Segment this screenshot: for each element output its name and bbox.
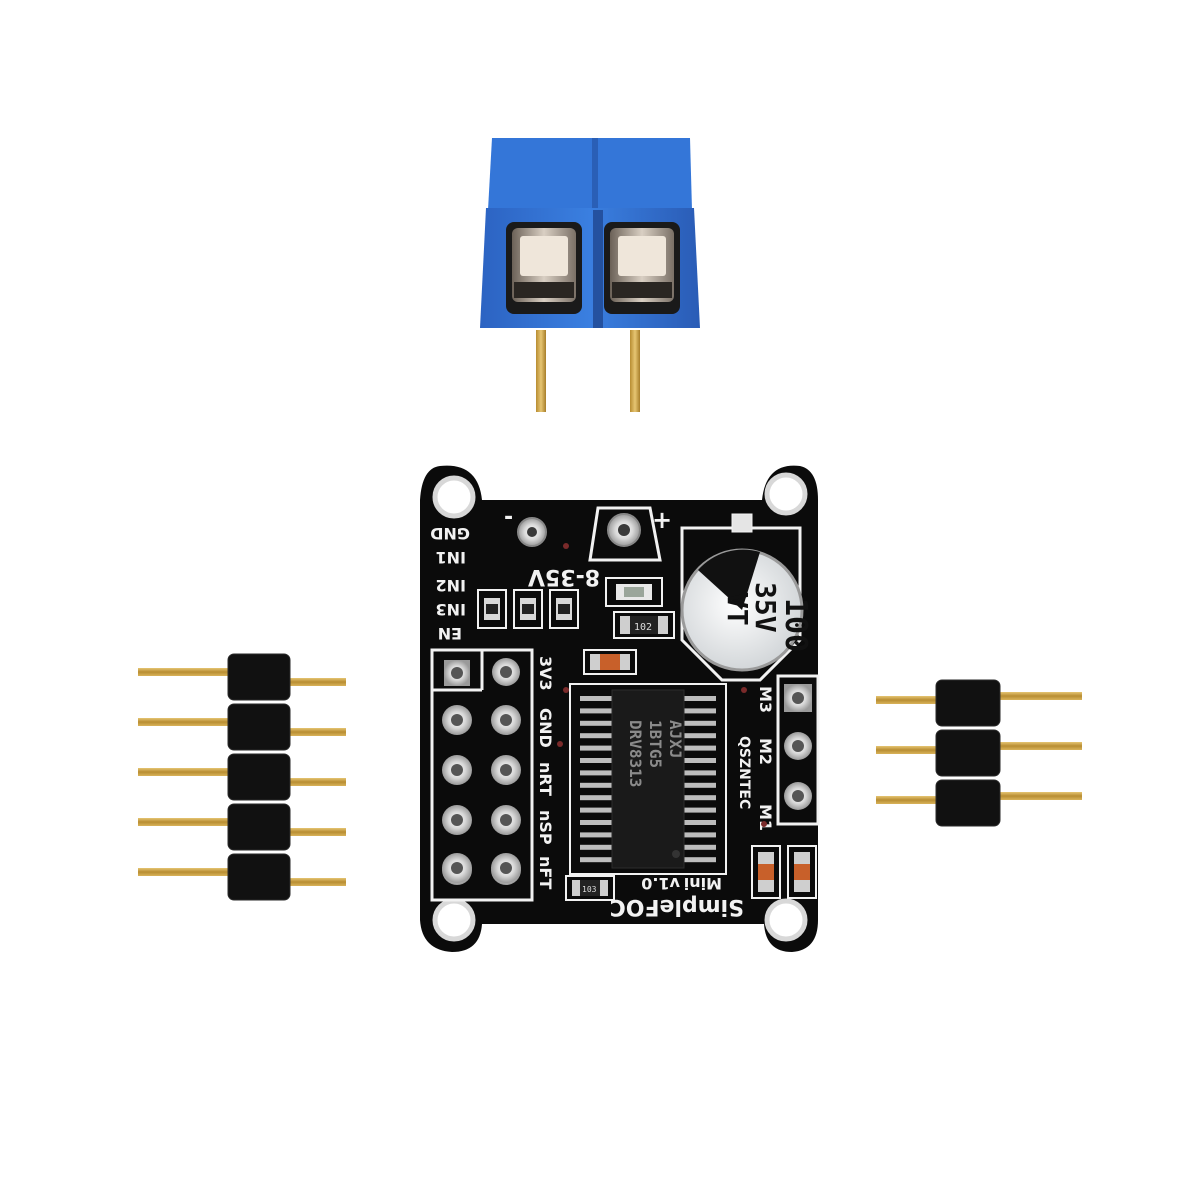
header-pin (138, 753, 346, 801)
motor-output-pads (776, 674, 820, 826)
ic-lead (580, 696, 612, 701)
ic-lead (580, 782, 612, 788)
capacitor-value: 100 (778, 598, 813, 652)
header-pin (876, 679, 1082, 727)
label-m2: M2 (756, 738, 775, 765)
label-nsp: nSP (536, 810, 555, 845)
chip-lot: 1BTG5 (646, 720, 665, 768)
capacitor-series: VT (721, 592, 754, 626)
ic-lead (580, 844, 612, 850)
ic-lead (580, 807, 612, 813)
resistor-103: 103 (565, 875, 615, 901)
label-gnd: GND (430, 524, 470, 543)
driver-ic: DRV8313 1BTG5 AJXJ (569, 683, 727, 875)
ic-lead (580, 720, 612, 726)
voltage-label: 8-35V (528, 564, 600, 589)
label-in3: IN3 (436, 600, 466, 619)
mount-hole-bl (432, 898, 476, 942)
ic-lead (684, 844, 716, 850)
ic-lead (684, 832, 716, 838)
left-pin-labels: GND IN1 IN2 IN3 EN (430, 524, 470, 643)
ic-lead (580, 745, 612, 751)
ic-lead (684, 857, 716, 863)
model-label: Mini (684, 874, 722, 893)
header-pin (138, 803, 346, 851)
ic-lead (580, 857, 612, 863)
resistor-code: 102 (634, 622, 652, 633)
ic-lead (684, 708, 716, 714)
label-m1: M1 (756, 804, 775, 831)
driver-board: - + 8-35V GND IN1 IN2 IN3 EN (420, 465, 820, 952)
resistor-102: 102 (613, 611, 675, 639)
brand-label: SimpleFOC (610, 894, 744, 919)
maker-label: QSZNTEC (736, 736, 752, 809)
header-pin (138, 703, 346, 751)
ic-lead (684, 820, 716, 825)
header-pin (138, 653, 346, 701)
chip-part-number: DRV8313 (626, 720, 645, 787)
chip-date: AJXJ (666, 720, 685, 759)
pin-header-3 (876, 679, 1082, 827)
mount-hole-br (764, 898, 808, 942)
ic-lead (684, 782, 716, 788)
terminal-leg-left (536, 330, 546, 412)
label-m3: M3 (756, 686, 775, 713)
smd-resistors-top (477, 589, 579, 629)
ic-lead (684, 770, 716, 776)
header-pin (138, 853, 346, 901)
ic-lead (580, 832, 612, 838)
label-nft: nFT (536, 856, 555, 889)
ic-lead (684, 696, 716, 701)
status-led (605, 577, 663, 607)
header-labels: 3V3 GND nRT nSP nFT (536, 656, 555, 889)
capacitor-voltage: 35V (749, 582, 782, 633)
screw-terminal-block (480, 138, 700, 412)
ic-lead (580, 795, 612, 801)
mount-hole-tl (432, 475, 476, 519)
label-3v3: 3V3 (536, 656, 555, 691)
terminal-top (488, 138, 692, 210)
label-in1: IN1 (436, 548, 466, 567)
ic-lead (580, 733, 612, 739)
label-in2: IN2 (436, 576, 466, 595)
header-pin (876, 779, 1082, 827)
terminal-clamp-right (604, 222, 680, 314)
power-plus-label: + (652, 506, 672, 534)
motor-labels: M1 M2 M3 QSZNTEC (736, 686, 775, 831)
power-minus-label: - (504, 505, 513, 530)
terminal-clamp-left (506, 222, 582, 314)
ceramic-capacitor (583, 649, 637, 675)
ic-lead (580, 820, 612, 825)
resistor-code-small: 103 (582, 885, 597, 894)
header-pad-array (430, 648, 534, 902)
pin-header-5 (138, 653, 346, 901)
ic-lead (684, 720, 716, 726)
ic-lead (580, 758, 612, 763)
ic-lead (684, 807, 716, 813)
ic-lead (580, 770, 612, 776)
ic-lead (684, 745, 716, 751)
ic-lead (580, 708, 612, 714)
mount-hole-tr (764, 472, 808, 516)
ic-lead (684, 795, 716, 801)
header-pin (876, 729, 1082, 777)
ic-lead (684, 758, 716, 763)
electrolytic-capacitor: 100 35V VT (680, 513, 813, 682)
smd-parts-bottom-right (751, 845, 817, 899)
label-nrt: nRT (536, 762, 555, 796)
label-en: EN (438, 624, 462, 643)
terminal-leg-right (630, 330, 640, 412)
ic-lead (684, 733, 716, 739)
version-label: v1.0 (641, 874, 680, 893)
label-gnd-header: GND (536, 708, 555, 748)
